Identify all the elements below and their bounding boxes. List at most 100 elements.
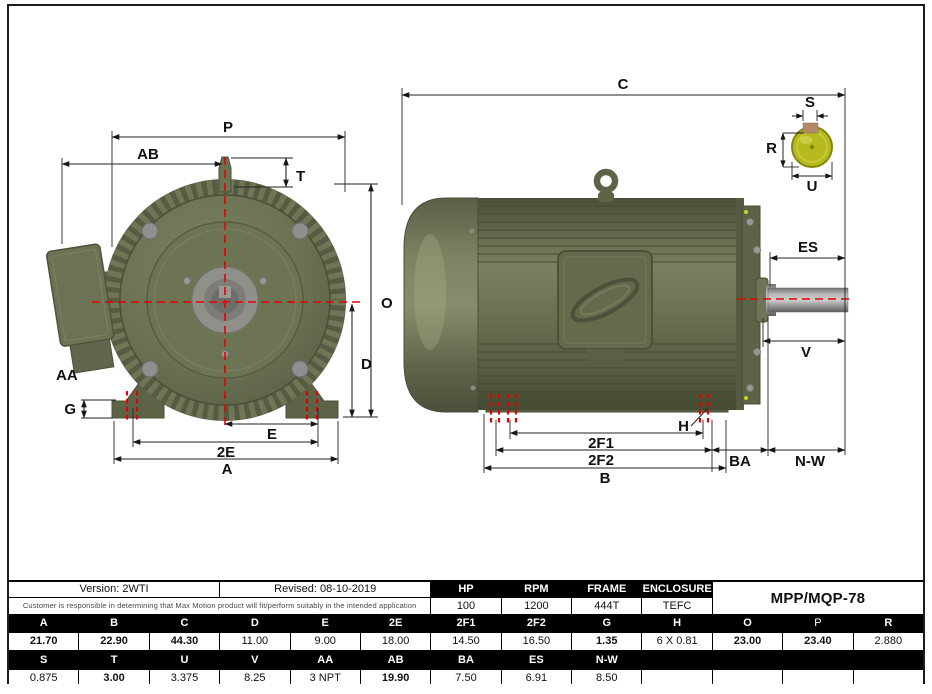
dim-value-empty: [642, 670, 712, 687]
header-enclosure: ENCLOSURE: [642, 582, 712, 597]
side-view: [403, 168, 852, 424]
side-foot-hole-marks: [489, 394, 710, 424]
header-hp: HP: [431, 582, 501, 597]
dim-header: E: [290, 615, 360, 632]
dim-header-empty: [712, 651, 783, 669]
dim-header-empty: [642, 651, 712, 669]
dim-header: A: [9, 615, 79, 632]
dim-label-t: T: [296, 168, 305, 185]
dim-label-2f1: 2F1: [588, 435, 614, 452]
dim-header: R: [853, 615, 923, 632]
dim-label-es: ES: [798, 239, 818, 256]
end-view-dimensions: [780, 110, 833, 180]
dim-label-b: B: [600, 470, 611, 487]
dim-value: 18.00: [360, 633, 431, 650]
front-foot-hole-marks: [125, 391, 319, 421]
drawing-border: P AB T O D G E 2E A AA: [7, 4, 925, 687]
end-bolts: [746, 218, 761, 392]
dim-value-empty: [712, 670, 783, 687]
dim-label-r: R: [766, 140, 777, 157]
cover-bolts: [141, 222, 309, 378]
front-ribs: [104, 179, 346, 421]
dim-label-p: P: [223, 119, 233, 136]
side-fan-cover: [403, 197, 479, 413]
dim-label-e: E: [267, 426, 277, 443]
dim-header: V: [220, 651, 290, 669]
dim-value: 3 NPT: [290, 670, 360, 687]
dim-label-ab: AB: [137, 146, 159, 163]
spec-table: Version: 2WTI Revised: 08-10-2019 HP RPM…: [9, 580, 923, 687]
shaft-highlight: [800, 136, 812, 144]
front-view: [46, 156, 360, 429]
dim-header: D: [220, 615, 290, 632]
dim-value: 3.375: [149, 670, 220, 687]
dim-label-o: O: [381, 295, 393, 312]
dim-value: 23.40: [783, 633, 853, 650]
conduit-box: [69, 338, 115, 374]
keyway: [802, 122, 819, 134]
dim-header: 2F1: [431, 615, 501, 632]
dim-value: 1.35: [572, 633, 642, 650]
disclaimer: Customer is responsible in determining t…: [9, 598, 431, 614]
dim-value: 7.50: [431, 670, 501, 687]
dim-label-g: G: [64, 401, 76, 418]
yellow-dot: [744, 396, 748, 400]
dim-header: BA: [431, 651, 501, 669]
dim-value: 0.875: [9, 670, 79, 687]
dim-label-2f2: 2F2: [588, 452, 614, 469]
dim-label-h: H: [678, 418, 689, 435]
junction-box: [46, 243, 115, 374]
dim-label-s: S: [805, 94, 815, 111]
shaft-end-view: S R U: [766, 94, 833, 195]
front-centerlines: [92, 157, 360, 429]
dim-header: P: [783, 615, 853, 632]
dim-value: 3.00: [79, 670, 149, 687]
version-label: Version: 2WTI: [9, 582, 220, 597]
shaft-center-dot: [809, 144, 815, 150]
dim-label-u: U: [807, 178, 818, 195]
dim-value: 22.90: [79, 633, 149, 650]
dim-header: 2F2: [501, 615, 572, 632]
dim-value: 44.30: [149, 633, 220, 650]
eye-base: [598, 192, 614, 202]
value-rpm: 1200: [501, 598, 572, 614]
dim-header: AA: [290, 651, 360, 669]
dim-value: 2.880: [853, 633, 923, 650]
value-enclosure: TEFC: [642, 598, 712, 614]
dim-value: 14.50: [431, 633, 501, 650]
side-dimensions: [401, 88, 846, 473]
dim-label-aa: AA: [56, 367, 78, 384]
dim-header: O: [712, 615, 783, 632]
dim-value: 6.91: [501, 670, 572, 687]
dim-header: B: [79, 615, 149, 632]
revised-label: Revised: 08-10-2019: [220, 582, 431, 597]
dim-header: C: [149, 615, 220, 632]
dim-label-ba: BA: [729, 453, 751, 470]
dim-label-a: A: [222, 461, 233, 478]
dim-value: 8.25: [220, 670, 290, 687]
cover-highlight: [414, 234, 446, 350]
dim-value-empty: [853, 670, 923, 687]
dim-value: 6 X 0.81: [642, 633, 712, 650]
dim-value: 11.00: [220, 633, 290, 650]
value-frame: 444T: [572, 598, 642, 614]
nameplate-tab: [586, 349, 624, 361]
dim-header: S: [9, 651, 79, 669]
nameplate: [557, 250, 653, 361]
dim-header: AB: [360, 651, 431, 669]
dim-label-c: C: [618, 76, 629, 93]
dim-header-empty: [783, 651, 853, 669]
cover-screw: [469, 228, 475, 234]
dim-header: H: [642, 615, 712, 632]
dim-value: 19.90: [360, 670, 431, 687]
dim-header: N-W: [572, 651, 642, 669]
dim-label-2e: 2E: [217, 444, 235, 461]
dim-value: 23.00: [712, 633, 783, 650]
dim-value: 16.50: [501, 633, 572, 650]
header-frame: FRAME: [572, 582, 642, 597]
dim-header: 2E: [360, 615, 431, 632]
cover-screw: [470, 385, 476, 391]
dim-header: T: [79, 651, 149, 669]
lifting-eye: [593, 168, 619, 194]
